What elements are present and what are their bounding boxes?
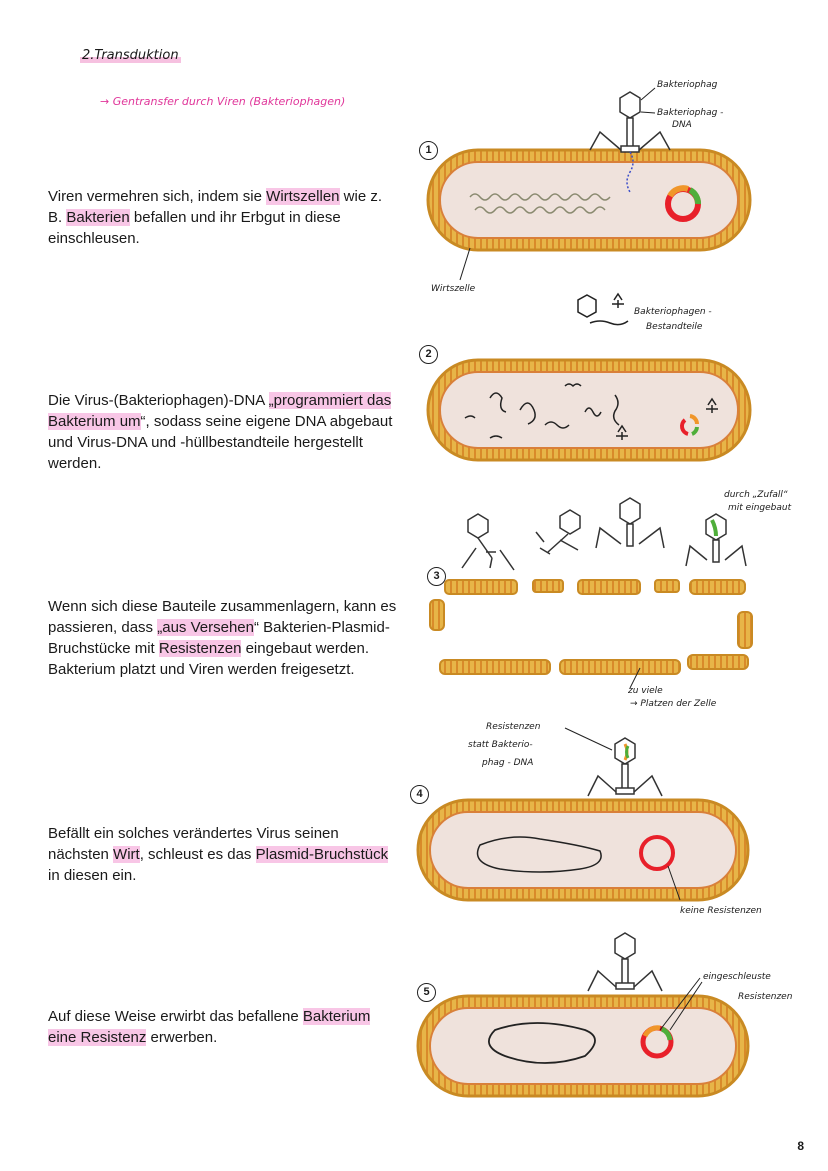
highlight-host: Wirt (113, 846, 140, 863)
resistance-pointer (564, 727, 613, 751)
inserted-pointer (659, 977, 703, 1031)
degraded-dna-fragments (464, 383, 718, 440)
bacterial-chromosome-4 (476, 836, 602, 873)
burst-cell-3 (429, 579, 753, 675)
step-number-1: 1 (419, 141, 438, 160)
text-part: eingebaut werden. Bakterium platzt und V… (48, 640, 370, 678)
plasmid-1 (665, 185, 701, 222)
label-phage-parts-1: Bakteriophagen - (634, 307, 712, 317)
text-part: Auf diese Weise erwirbt das befallene (48, 1008, 303, 1025)
paragraph-3: Wenn sich diese Bauteile zusammenlagern,… (48, 596, 398, 680)
label-resistance-2: statt Bakterio- (468, 740, 533, 750)
text-part: Befällt ein solches verändertes Virus se… (48, 825, 339, 863)
plasmid-5 (640, 1025, 674, 1059)
resistance-phage-4 (587, 737, 663, 797)
phage-pointer (640, 87, 656, 114)
highlight-bacteria: Bakterien (66, 209, 130, 226)
label-phage-dna-2: DNA (672, 120, 692, 130)
page-number: 8 (797, 1139, 804, 1153)
label-inserted-1: eingeschleuste (703, 972, 771, 982)
label-inserted-2: Resistenzen (738, 992, 793, 1002)
no-resistance-pointer (667, 865, 681, 901)
bacterium-cell-5 (416, 994, 750, 1098)
host-pointer (459, 247, 471, 281)
paragraph-1: Viren vermehren sich, indem sie Wirtszel… (48, 186, 398, 249)
label-burst-2: → Platzen der Zelle (630, 699, 717, 709)
text-part: , schleust es das (139, 846, 256, 863)
bacterial-chromosome-5 (488, 1022, 596, 1064)
highlight-resistances: Resistenzen (158, 640, 242, 657)
bacteriophage-1 (589, 91, 671, 193)
label-phage-parts-2: Bestandteile (646, 322, 703, 332)
bacterial-chromosome-1 (469, 193, 611, 214)
paragraph-2: Die Virus-(Bakteriophagen)-DNA „programm… (48, 390, 398, 474)
text-part: Wenn sich diese Bauteile zusammenlagern,… (48, 598, 397, 636)
phage-5 (587, 932, 663, 992)
label-accident-1: durch „Zufall“ (724, 490, 788, 500)
highlight-plasmid: Plasmid-Bruchstück (255, 846, 389, 863)
section-title: 2.Transduktion (80, 48, 181, 63)
text-part: in diesen ein. (48, 867, 137, 884)
text-part: wie z. B. (48, 188, 383, 226)
text-part: befallen und ihr Erbgut in diese einschl… (48, 209, 341, 247)
text-part: erwerben. (146, 1029, 218, 1046)
inserted-plasmid-3 (710, 519, 718, 537)
burst-pointer (629, 667, 641, 689)
bacterium-cell-4 (416, 798, 750, 902)
highlight-accident: „aus Versehen (157, 619, 254, 636)
step-number-4: 4 (410, 785, 429, 804)
phage-plasmid-4b (625, 745, 630, 759)
paragraph-4: Befällt ein solches verändertes Virus se… (48, 823, 398, 886)
plasmid-4 (639, 835, 675, 871)
text-part: Viren vermehren sich, indem sie (48, 188, 267, 205)
label-resistance-3: phag - DNA (482, 758, 534, 768)
step-number-3: 3 (427, 567, 446, 586)
bacterium-cell-2 (426, 358, 752, 462)
paragraph-5: Auf diese Weise erwirbt das befallene Ba… (48, 1006, 398, 1048)
text-part: Die Virus-(Bakteriophagen)-DNA (48, 392, 269, 409)
label-no-resistance: keine Resistenzen (680, 906, 762, 916)
label-bacteriophage: Bakteriophag (657, 80, 718, 90)
text-part: “, sodass seine eigene DNA abgebaut und … (48, 413, 393, 472)
highlight-host-cells: Wirtszellen (266, 188, 340, 205)
label-burst-1: zu viele (628, 686, 663, 696)
step-number-5: 5 (417, 983, 436, 1002)
section-subtitle: → Gentransfer durch Viren (Bakteriophage… (100, 95, 346, 108)
phage-parts-sketch (577, 292, 629, 326)
bacterium-cell-1 (426, 148, 752, 252)
label-resistance-1: Resistenzen (486, 722, 541, 732)
text-part: “ Bakterien-Plasmid-Bruchstücke mit (48, 619, 390, 657)
label-accident-2: mit eingebaut (728, 503, 792, 513)
step-number-2: 2 (419, 345, 438, 364)
label-phage-dna-1: Bakteriophag - (657, 108, 724, 118)
released-phages (461, 497, 747, 571)
label-host-cell: Wirtszelle (431, 284, 476, 294)
plasmid-fragments-2 (680, 414, 700, 436)
